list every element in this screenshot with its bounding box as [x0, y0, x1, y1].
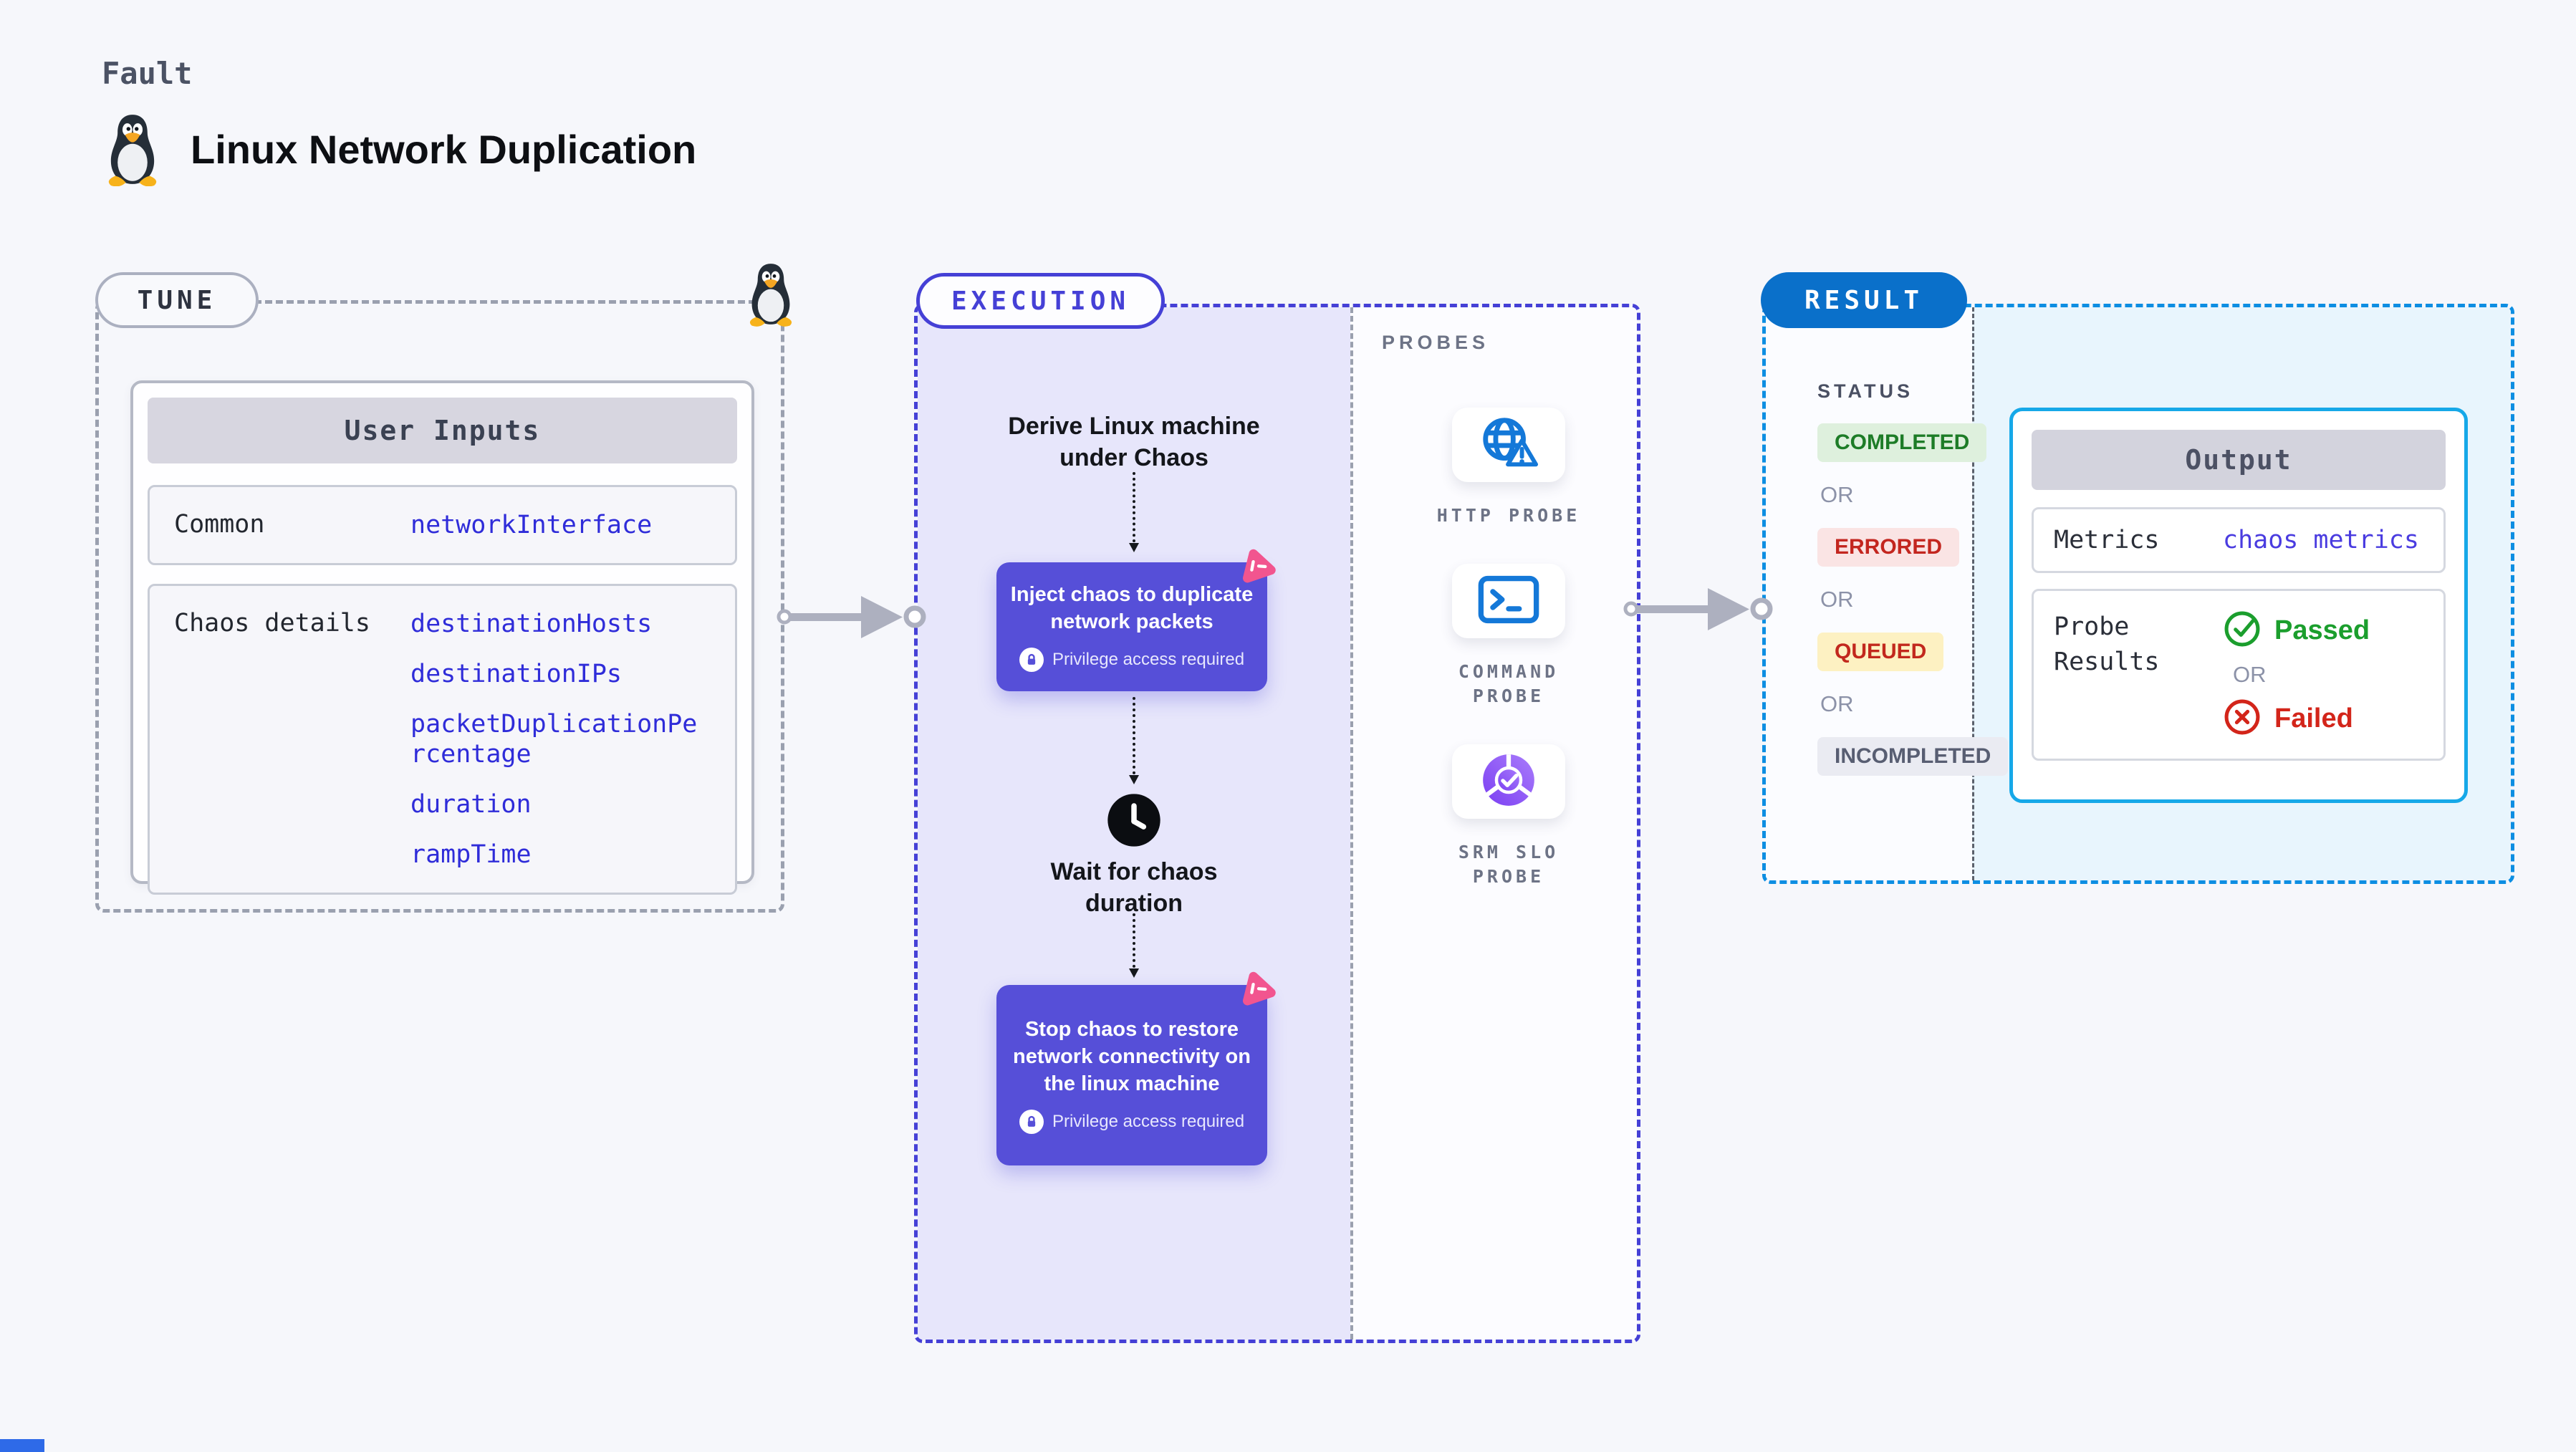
failed-row: Failed	[2223, 698, 2370, 740]
globe-alert-icon	[1474, 413, 1544, 478]
inject-chaos-node: Inject chaos to duplicate network packet…	[996, 549, 1276, 691]
status-badge: ERRORED	[1817, 528, 1960, 567]
status-list: COMPLETED OR ERRORED OR QUEUED OR INCOMPLETED	[1817, 423, 2009, 776]
metrics-value: chaos metrics	[2223, 526, 2419, 554]
result-section: STATUS COMPLETED OR ERRORED OR QUEUED OR INCOM…	[1762, 304, 2514, 884]
status-column-label: STATUS	[1817, 380, 1913, 402]
stop-step-text: Stop chaos to restore network connectivi…	[1013, 1018, 1251, 1095]
probe-card	[1452, 564, 1565, 638]
chaos-pinwheel-icon	[1234, 544, 1279, 588]
user-input-category: Chaos details	[174, 609, 370, 638]
chaos-pinwheel-icon	[1234, 966, 1279, 1011]
probe-results-label: Probe Results	[2054, 612, 2160, 676]
check-circle-icon	[2223, 610, 2262, 652]
status-output-divider	[1972, 307, 1974, 880]
metrics-label: Metrics	[2054, 525, 2160, 554]
privilege-note-row: Privilege access required	[1019, 1109, 1245, 1134]
probe-results-row: Probe Results Passed OR	[2032, 589, 2446, 761]
status-column-background	[1766, 307, 1972, 880]
probe-or-label: OR	[2233, 662, 2267, 687]
tux-linux-icon	[99, 112, 166, 186]
terminal-icon	[1476, 573, 1542, 630]
x-circle-icon	[2223, 698, 2262, 740]
failed-label: Failed	[2274, 703, 2353, 734]
user-input-value: packetDuplicationPercentage	[410, 710, 698, 769]
probe-item: COMMAND PROBE	[1422, 564, 1595, 708]
probe-item: HTTP PROBE	[1422, 408, 1595, 528]
tux-linux-icon-small	[741, 261, 800, 327]
probes-column-label: PROBES	[1382, 332, 1490, 353]
probe-item: SRM SLO PROBE	[1422, 744, 1595, 889]
fault-kind-label: Fault	[102, 56, 193, 91]
stop-chaos-node: Stop chaos to restore network connectivi…	[996, 971, 1276, 1165]
user-input-value: destinationIPs	[410, 660, 623, 688]
tune-stage-badge: TUNE	[95, 272, 259, 328]
user-input-value: duration	[410, 790, 532, 819]
user-input-category: Common	[174, 510, 265, 539]
metrics-row: Metrics chaos metrics	[2032, 507, 2446, 573]
page-title: Linux Network Duplication	[191, 126, 697, 172]
probe-card	[1452, 408, 1565, 482]
user-input-values: destinationHosts destinationIPs packetDupl…	[410, 609, 711, 870]
probe-card	[1452, 744, 1565, 819]
passed-label: Passed	[2274, 615, 2370, 645]
execution-section: Derive Linux machine under Chaos Inject …	[914, 304, 1640, 1343]
status-or-label: OR	[1820, 587, 1854, 612]
page-title-row: Linux Network Duplication	[99, 112, 696, 186]
probe-results-values: Passed OR Failed	[2223, 610, 2370, 740]
privilege-note-text: Privilege access required	[1052, 649, 1245, 669]
execution-probes-divider	[1350, 307, 1353, 1340]
flow-down-arrow	[1129, 697, 1139, 784]
flow-down-arrow	[1129, 913, 1139, 978]
user-input-values: networkInterface	[410, 510, 711, 540]
clock-icon	[1105, 792, 1163, 849]
status-or-label: OR	[1820, 691, 1854, 716]
probe-label: SRM SLO PROBE	[1458, 842, 1559, 887]
privilege-note-text: Privilege access required	[1052, 1111, 1245, 1131]
probe-label: COMMAND PROBE	[1458, 661, 1559, 706]
output-card: Output Metrics chaos metrics Probe Resul…	[2009, 408, 2468, 803]
lock-icon	[1019, 647, 1044, 672]
wait-step-text: Wait for chaos duration	[1050, 858, 1218, 918]
user-input-value: destinationHosts	[410, 610, 653, 638]
user-input-value: networkInterface	[410, 511, 653, 539]
user-input-row: Common networkInterface	[148, 485, 737, 565]
flow-down-arrow	[1129, 472, 1139, 552]
slo-donut-icon	[1478, 749, 1539, 814]
result-stage-badge: RESULT	[1761, 272, 1967, 328]
status-or-label: OR	[1820, 482, 1854, 507]
status-badge: INCOMPLETED	[1817, 737, 2009, 776]
output-header: Output	[2032, 430, 2446, 490]
passed-row: Passed	[2223, 610, 2370, 652]
status-badge: COMPLETED	[1817, 423, 1987, 462]
probe-label: HTTP PROBE	[1436, 505, 1581, 526]
lock-icon	[1019, 1109, 1044, 1134]
flow-arrow-tune-to-execution	[777, 585, 927, 653]
user-input-value: rampTime	[410, 840, 532, 869]
flow-arrow-probes-to-result	[1623, 577, 1774, 645]
privilege-note-row: Privilege access required	[1019, 647, 1245, 672]
bottom-left-accent	[0, 1439, 44, 1452]
inject-step-text: Inject chaos to duplicate network packet…	[1010, 583, 1254, 633]
derive-step-text: Derive Linux machine under Chaos	[1008, 413, 1260, 472]
execution-stage-badge: EXECUTION	[916, 273, 1166, 329]
user-inputs-header: User Inputs	[148, 398, 737, 463]
status-badge: QUEUED	[1817, 633, 1944, 671]
